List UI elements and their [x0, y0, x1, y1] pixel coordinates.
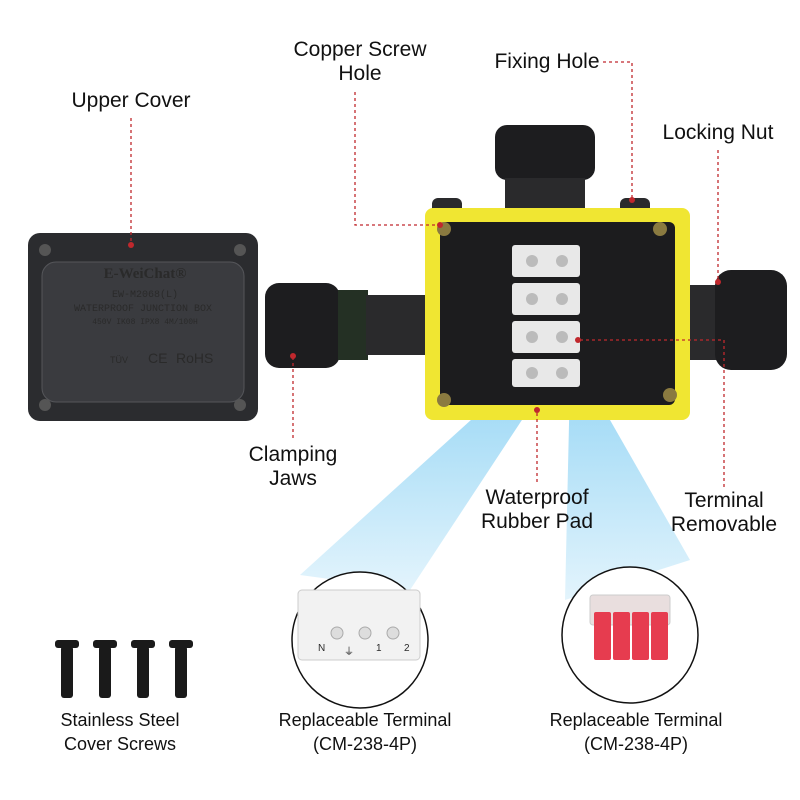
label-terminal-removable-1: Terminal — [684, 489, 764, 512]
cable-gland-left — [265, 283, 426, 368]
leader-dots — [128, 197, 721, 413]
label-copper-screw-hole-2: Hole — [338, 62, 382, 85]
light-beam-right — [565, 380, 690, 600]
rohs-mark: RoHS — [176, 350, 214, 366]
terminal-mark-earth: ⏚ — [344, 647, 354, 658]
label-locking-nut: Locking Nut — [662, 121, 774, 144]
label-clamping-jaws-2: Jaws — [269, 467, 317, 490]
terminal-mark-2: 2 — [404, 643, 410, 654]
label-upper-cover: Upper Cover — [71, 89, 191, 112]
cover-screws — [55, 640, 193, 698]
label-terminal-removable-2: Removable — [670, 513, 778, 536]
upper-cover — [28, 233, 258, 421]
cover-brand: E-WeiChat® — [103, 266, 187, 282]
caption-terminal-red-2: (CM-238-4P) — [583, 734, 689, 754]
cable-gland-right — [680, 270, 787, 370]
label-clamping-jaws-1: Clamping — [248, 443, 338, 466]
cable-gland-top — [495, 125, 595, 213]
cover-model: EW-M2068(L) — [111, 290, 178, 301]
cover-product: WATERPROOF JUNCTION BOX — [73, 304, 213, 315]
terminal-white-closeup — [291, 571, 429, 709]
cover-specs: 450V IK08 IPX8 4M/100H — [92, 318, 198, 327]
terminal-strip — [512, 245, 580, 387]
terminal-red-closeup — [561, 566, 699, 704]
caption-terminal-red-1: Replaceable Terminal — [549, 710, 723, 730]
leader-lines — [130, 61, 725, 487]
caption-terminal-white-1: Replaceable Terminal — [278, 710, 452, 730]
caption-screws-2: Cover Screws — [63, 734, 177, 754]
label-copper-screw-hole-1: Copper Screw — [293, 38, 427, 61]
terminal-mark-1: 1 — [376, 643, 382, 654]
ce-mark: CE — [148, 350, 168, 366]
light-beam-left — [300, 380, 545, 590]
caption-terminal-white-2: (CM-238-4P) — [312, 734, 418, 754]
tuv-mark: TÜV — [110, 355, 128, 365]
label-rubber-pad-2: Rubber Pad — [480, 510, 594, 533]
label-fixing-hole: Fixing Hole — [494, 50, 600, 73]
caption-screws-1: Stainless Steel — [60, 710, 180, 730]
label-rubber-pad-1: Waterproof — [485, 486, 589, 509]
terminal-mark-n: N — [318, 643, 326, 654]
